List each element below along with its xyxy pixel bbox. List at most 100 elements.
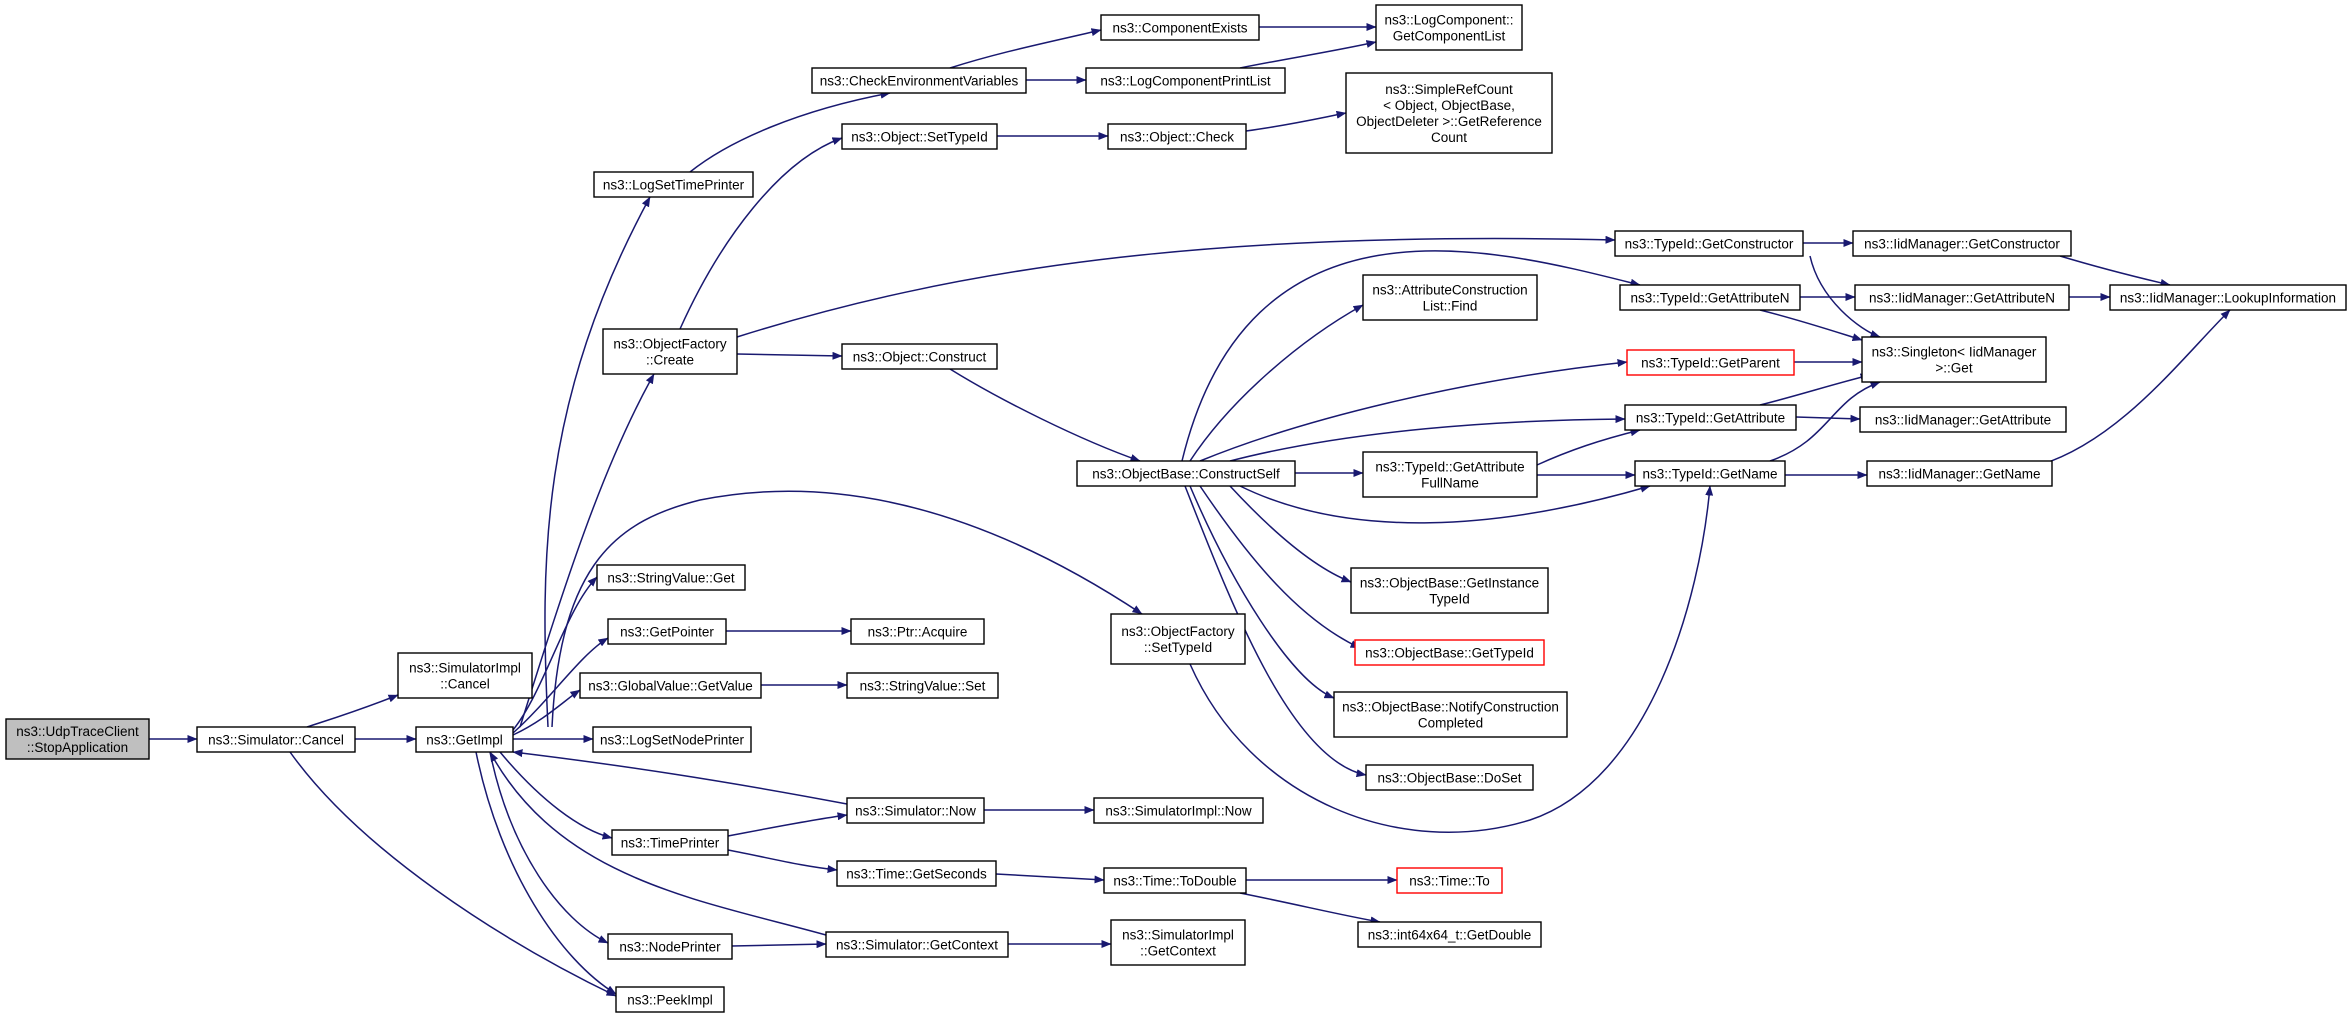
- edge-timeprinter-to-time_getseconds: [727, 849, 838, 873]
- edge-timeprinter-to-sim_now: [727, 812, 848, 837]
- node-obj_settypeid[interactable]: ns3::Object::SetTypeId: [841, 123, 998, 150]
- node-box: [1396, 867, 1503, 894]
- node-simimpl_cancel[interactable]: ns3::SimulatorImpl::Cancel: [397, 652, 533, 699]
- node-label: ns3::IidManager::GetName: [1878, 467, 2040, 482]
- node-iid_getattribute[interactable]: ns3::IidManager::GetAttribute: [1859, 406, 2067, 433]
- node-iid_getconstructor[interactable]: ns3::IidManager::GetConstructor: [1852, 230, 2072, 257]
- node-label: ns3::IidManager::LookupInformation: [2120, 291, 2336, 306]
- node-label: ns3::LogSetNodePrinter: [600, 733, 745, 748]
- node-box: [579, 672, 762, 699]
- edge-getimpl-to-logsettime: [544, 196, 651, 728]
- node-typeid_getattributen[interactable]: ns3::TypeId::GetAttributeN: [1619, 284, 1801, 311]
- node-simimpl_now[interactable]: ns3::SimulatorImpl::Now: [1093, 797, 1264, 824]
- node-objbase_notifyconstr[interactable]: ns3::ObjectBase::NotifyConstructionCompl…: [1333, 691, 1568, 738]
- node-int64_getdouble[interactable]: ns3::int64x64_t::GetDouble: [1357, 921, 1542, 948]
- node-label: ::Create: [646, 353, 694, 368]
- node-ptr_acquire[interactable]: ns3::Ptr::Acquire: [850, 618, 985, 645]
- node-box: [825, 931, 1009, 958]
- node-box: [846, 797, 985, 824]
- node-iid_getattributen[interactable]: ns3::IidManager::GetAttributeN: [1854, 284, 2070, 311]
- edge-getimpl-to-peekimpl: [475, 751, 617, 995]
- edge-objbase_constructself-to-objbase_getinstancetypeid: [1229, 485, 1352, 583]
- edge-objbase_constructself-to-objbase_gettypeid: [1199, 485, 1361, 649]
- node-typeid_getname[interactable]: ns3::TypeId::GetName: [1634, 460, 1786, 487]
- node-simimpl_getcontext[interactable]: ns3::SimulatorImpl::GetContext: [1110, 919, 1246, 966]
- node-iid_getname[interactable]: ns3::IidManager::GetName: [1866, 460, 2053, 487]
- node-objbase_gettypeid[interactable]: ns3::ObjectBase::GetTypeId: [1354, 639, 1545, 666]
- edge-objfactory_create-to-typeid_getconstructor: [736, 235, 1616, 338]
- node-box: [611, 829, 729, 856]
- node-label: TypeId: [1429, 592, 1470, 607]
- node-stringvalue_get[interactable]: ns3::StringValue::Get: [596, 564, 746, 591]
- edge-typeid_getattributen-to-singleton_get: [1759, 309, 1863, 341]
- node-nodeprinter[interactable]: ns3::NodePrinter: [607, 933, 733, 960]
- node-objbase_constructself[interactable]: ns3::ObjectBase::ConstructSelf: [1076, 460, 1296, 487]
- node-label: ns3::Singleton< IidManager: [1872, 345, 2037, 360]
- node-root: ns3::UdpTraceClient::StopApplication: [5, 718, 150, 760]
- node-box: [841, 343, 998, 370]
- node-objfactory_create[interactable]: ns3::ObjectFactory::Create: [602, 328, 738, 375]
- node-label: ns3::TypeId::GetParent: [1641, 356, 1780, 371]
- node-label: ns3::ComponentExists: [1112, 21, 1247, 36]
- node-iid_lookupinfo[interactable]: ns3::IidManager::LookupInformation: [2109, 284, 2347, 311]
- node-sim_getcontext[interactable]: ns3::Simulator::GetContext: [825, 931, 1009, 958]
- node-timeprinter[interactable]: ns3::TimePrinter: [611, 829, 729, 856]
- node-label: Completed: [1418, 716, 1483, 731]
- node-time_getseconds[interactable]: ns3::Time::GetSeconds: [836, 860, 997, 887]
- node-box: [1854, 284, 2070, 311]
- edge-getimpl-to-stringvalue_get: [512, 576, 598, 731]
- node-objbase_doset[interactable]: ns3::ObjectBase::DoSet: [1365, 764, 1534, 791]
- node-logcompprint[interactable]: ns3::LogComponentPrintList: [1085, 67, 1286, 94]
- edge-logsettime-to-checkenv: [689, 90, 891, 173]
- edge-typeid_getconstructor-to-singleton_get: [1809, 255, 1881, 338]
- node-box: [1375, 4, 1523, 51]
- node-sim_now[interactable]: ns3::Simulator::Now: [846, 797, 985, 824]
- node-objfactory_settypeid[interactable]: ns3::ObjectFactory::SetTypeId: [1110, 613, 1246, 665]
- edge-obj_check-to-simplerefcount: [1245, 110, 1347, 132]
- edge-getimpl-to-timeprinter: [499, 751, 613, 840]
- node-singleton_get[interactable]: ns3::Singleton< IidManager>::Get: [1861, 336, 2047, 383]
- node-box: [1093, 797, 1264, 824]
- edge-logcompprint-to-logcomplist: [1239, 40, 1377, 69]
- node-getimpl[interactable]: ns3::GetImpl: [415, 726, 514, 753]
- edge-sim_getcontext-to-getimpl: [489, 751, 827, 936]
- node-checkenv[interactable]: ns3::CheckEnvironmentVariables: [811, 67, 1027, 94]
- node-simplerefcount[interactable]: ns3::SimpleRefCount< Object, ObjectBase,…: [1345, 72, 1553, 154]
- node-typeid_getconstructor[interactable]: ns3::TypeId::GetConstructor: [1614, 230, 1804, 257]
- node-label: ns3::LogComponent::: [1384, 13, 1513, 28]
- node-logsetnode[interactable]: ns3::LogSetNodePrinter: [592, 726, 752, 753]
- node-box: [841, 123, 998, 150]
- node-compexists[interactable]: ns3::ComponentExists: [1100, 14, 1260, 41]
- node-label: ns3::SimulatorImpl::Now: [1105, 804, 1252, 819]
- node-getpointer[interactable]: ns3::GetPointer: [607, 618, 727, 645]
- node-label: ::GetContext: [1140, 944, 1216, 959]
- node-label: ns3::SimulatorImpl: [1122, 928, 1234, 943]
- node-box: [1076, 460, 1296, 487]
- node-sim_cancel[interactable]: ns3::Simulator::Cancel: [196, 726, 356, 753]
- node-label: ns3::StringValue::Get: [607, 571, 735, 586]
- node-label: ::StopApplication: [27, 740, 128, 755]
- node-peekimpl[interactable]: ns3::PeekImpl: [615, 986, 725, 1013]
- node-box: [846, 672, 999, 699]
- node-stringvalue_set[interactable]: ns3::StringValue::Set: [846, 672, 999, 699]
- node-logcomplist[interactable]: ns3::LogComponent::GetComponentList: [1375, 4, 1523, 51]
- node-typeid_getattribute[interactable]: ns3::TypeId::GetAttribute: [1624, 404, 1797, 431]
- node-logsettime[interactable]: ns3::LogSetTimePrinter: [593, 171, 754, 198]
- node-label: ns3::AttributeConstruction: [1372, 283, 1527, 298]
- node-globalvalue_getvalue[interactable]: ns3::GlobalValue::GetValue: [579, 672, 762, 699]
- node-label: ns3::Simulator::GetContext: [836, 938, 998, 953]
- node-box: [1365, 764, 1534, 791]
- node-typeid_getparent[interactable]: ns3::TypeId::GetParent: [1626, 349, 1795, 376]
- node-time_to[interactable]: ns3::Time::To: [1396, 867, 1503, 894]
- node-obj_check[interactable]: ns3::Object::Check: [1107, 123, 1247, 150]
- node-label: ns3::CheckEnvironmentVariables: [820, 74, 1019, 89]
- node-obj_construct[interactable]: ns3::Object::Construct: [841, 343, 998, 370]
- node-time_todouble[interactable]: ns3::Time::ToDouble: [1103, 867, 1247, 894]
- edge-objfactory_create-to-obj_construct: [736, 351, 843, 360]
- node-label: ns3::GetImpl: [426, 733, 503, 748]
- node-box: [5, 718, 150, 760]
- node-label: ns3::SimpleRefCount: [1385, 82, 1513, 97]
